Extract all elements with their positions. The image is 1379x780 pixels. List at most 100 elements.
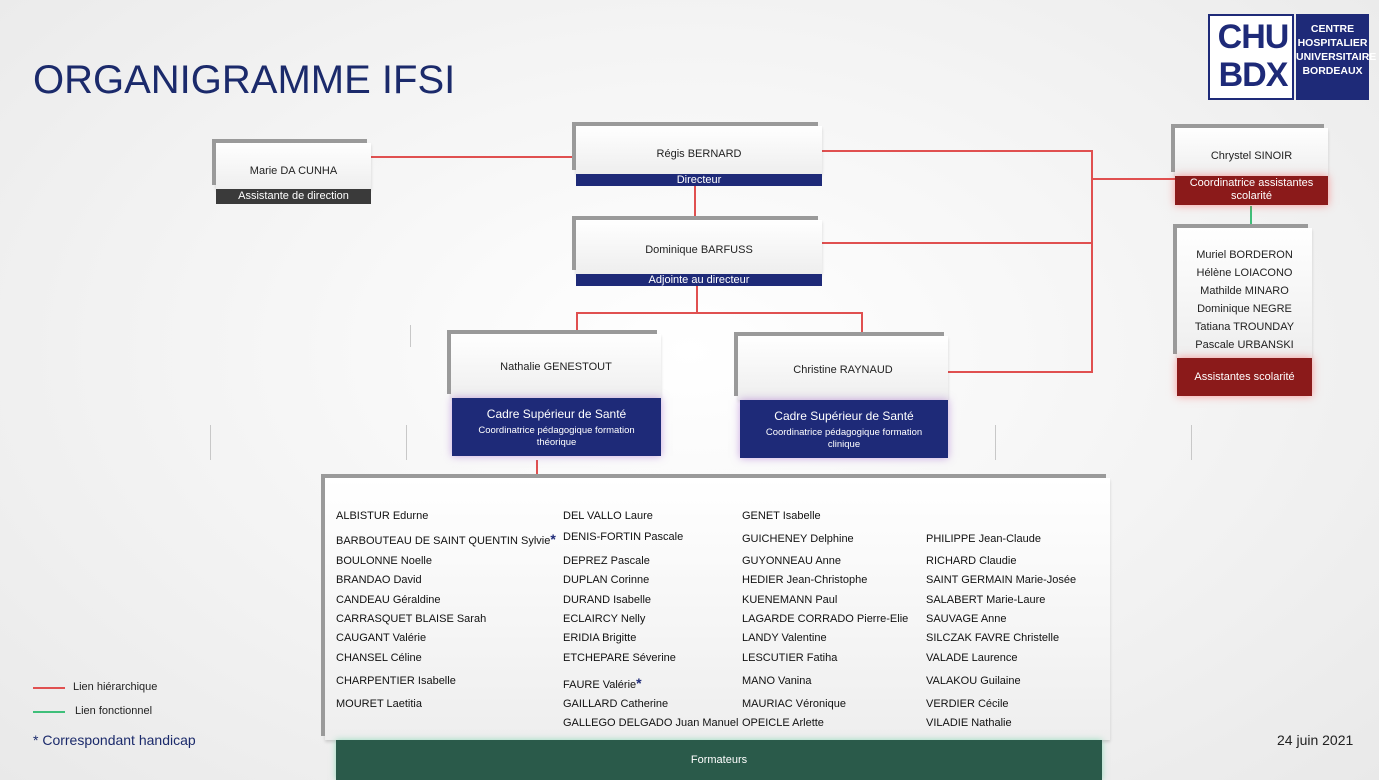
node-role: Cadre Supérieur de Santé	[774, 409, 914, 423]
logo-text-line: HOSPITALIER	[1297, 37, 1368, 49]
node-role-band: Adjointe au directeur	[576, 274, 822, 286]
node-assistant-direction: Marie DA CUNHA	[216, 143, 371, 189]
link-director-deputy	[694, 185, 696, 218]
link-to-genestout	[576, 312, 578, 334]
node-role: Cadre Supérieur de Santé	[486, 407, 627, 421]
page-title: ORGANIGRAMME IFSI	[33, 58, 456, 102]
trainer-name: DURAND Isabelle	[563, 594, 651, 606]
logo-mark-line1: CHU	[1217, 18, 1290, 56]
link-deputy-down	[696, 285, 698, 313]
trainer-name-text: ERIDIA Brigitte	[563, 632, 637, 644]
legend-functional-label: Lien fonctionnel	[75, 705, 153, 717]
trainer-name: MANO Vanina	[742, 675, 812, 687]
trainer-name: LAGARDE CORRADO Pierre-Elie	[742, 613, 908, 625]
node-coord-clinic: Christine RAYNAUD	[738, 336, 948, 400]
trainer-name: FAURE Valérie*	[563, 675, 642, 691]
trainer-name-text: VILADIE Nathalie	[926, 717, 1012, 729]
trainer-name-text: CHARPENTIER Isabelle	[336, 675, 456, 687]
logo-mark: CHU BDX	[1208, 14, 1294, 100]
trainer-name: GUICHENEY Delphine	[742, 533, 854, 545]
trainers-panel	[325, 478, 1110, 740]
link-to-trainers	[536, 460, 538, 478]
trainer-name-text: VALAKOU Guilaine	[926, 675, 1021, 687]
node-role-band: Assistante de direction	[216, 189, 371, 204]
trainer-name: CHARPENTIER Isabelle	[336, 675, 456, 687]
legend-functional-line	[33, 711, 65, 713]
node-name: Nathalie GENESTOUT	[500, 361, 612, 373]
assistant-name: Hélène LOIACONO	[1196, 267, 1293, 279]
trainer-name: DEPREZ Pascale	[563, 555, 650, 567]
link-right-vertical	[1091, 150, 1093, 372]
trainer-name-text: SAUVAGE Anne	[926, 613, 1007, 625]
trainer-name-text: DENIS-FORTIN Pascale	[563, 531, 684, 543]
trainer-name-text: DUPLAN Corinne	[563, 574, 650, 586]
legend-hierarchical-line	[33, 687, 65, 689]
trainer-name: ECLAIRCY Nelly	[563, 613, 645, 625]
trainer-name-text: RICHARD Claudie	[926, 555, 1017, 567]
assistant-name: Dominique NEGRE	[1197, 303, 1292, 315]
link-to-raynaud	[861, 312, 863, 334]
trainer-name-text: BOULONNE Noelle	[336, 555, 432, 567]
trainer-name-text: DEPREZ Pascale	[563, 555, 650, 567]
trainer-name-text: SAINT GERMAIN Marie-Josée	[926, 574, 1077, 586]
chu-bordeaux-logo: CHU BDX CENTRE HOSPITALIER UNIVERSITAIRE…	[1208, 14, 1377, 100]
trainer-name-text: ECLAIRCY Nelly	[563, 613, 646, 625]
assistant-name: Tatiana TROUNDAY	[1194, 321, 1295, 333]
node-subrole: Coordinatrice pédagogique formation théo…	[478, 425, 635, 448]
divider	[410, 325, 411, 347]
assistants-list: Muriel BORDERON Hélène LOIACONO Mathilde…	[1177, 246, 1312, 354]
trainer-name-text: CHANSEL Céline	[336, 652, 422, 664]
trainer-name: VERDIER Cécile	[926, 698, 1009, 710]
link-deputy-right	[820, 242, 1093, 244]
trainer-name-text: MOURET Laetitia	[336, 698, 422, 710]
trainer-name: GALLEGO DELGADO Juan Manuel	[563, 717, 738, 729]
slide-date: 24 juin 2021	[1277, 732, 1354, 748]
functional-link-sinoir-assistants	[1250, 206, 1252, 224]
trainer-name: GAILLARD Catherine	[563, 698, 668, 710]
trainer-name-text: ETCHEPARE Séverine	[563, 652, 676, 664]
node-name: Dominique BARFUSS	[645, 244, 753, 256]
trainer-name-text: GALLEGO DELGADO Juan Manuel	[563, 717, 739, 729]
trainer-name-text: MANO Vanina	[742, 675, 812, 687]
trainer-name-text: LAGARDE CORRADO Pierre-Elie	[742, 613, 909, 625]
trainer-name-text: BARBOUTEAU DE SAINT QUENTIN Sylvie	[336, 535, 551, 547]
link-assistant-director	[370, 156, 576, 158]
trainer-name-text: GAILLARD Catherine	[563, 698, 669, 710]
trainer-name-text: SALABERT Marie-Laure	[926, 594, 1046, 606]
logo-text-line: BORDEAUX	[1302, 65, 1363, 77]
node-role-band: Directeur	[576, 174, 822, 186]
trainer-name: BARBOUTEAU DE SAINT QUENTIN Sylvie*	[336, 531, 556, 547]
link-deputy-horizontal	[576, 312, 862, 314]
trainer-name-text: PHILIPPE Jean-Claude	[926, 533, 1041, 545]
trainer-name-text: DEL VALLO Laure	[563, 510, 653, 522]
trainer-name: ETCHEPARE Séverine	[563, 652, 676, 664]
handicap-star: *	[550, 531, 556, 547]
trainer-name: CARRASQUET BLAISE Sarah	[336, 613, 486, 625]
trainer-name-text: DURAND Isabelle	[563, 594, 652, 606]
trainer-name: VALAKOU Guilaine	[926, 675, 1021, 687]
trainer-name: LANDY Valentine	[742, 632, 827, 644]
trainer-name-text: GUYONNEAU Anne	[742, 555, 842, 567]
node-coord-assistants: Chrystel SINOIR	[1175, 128, 1328, 176]
divider	[995, 425, 996, 460]
trainer-name: BRANDAO David	[336, 574, 422, 586]
trainer-name: HEDIER Jean-Christophe	[742, 574, 867, 586]
node-subrole: Coordinatrice pédagogique formation clin…	[765, 427, 923, 450]
trainer-name: GENET Isabelle	[742, 510, 821, 522]
node-name: Chrystel SINOIR	[1210, 150, 1293, 162]
trainer-name: RICHARD Claudie	[926, 555, 1016, 567]
trainer-name: BOULONNE Noelle	[336, 555, 432, 567]
trainer-name-text: HEDIER Jean-Christophe	[742, 574, 868, 586]
trainer-name: DEL VALLO Laure	[563, 510, 653, 522]
node-name: Régis BERNARD	[656, 148, 742, 160]
link-raynaud-right	[948, 371, 1093, 373]
logo-text-line: UNIVERSITAIRE	[1296, 51, 1377, 63]
trainer-name-text: BRANDAO David	[336, 574, 422, 586]
trainer-name: SALABERT Marie-Laure	[926, 594, 1045, 606]
node-role-band: Coordinatrice assistantes scolarité	[1175, 176, 1328, 205]
legend-hierarchical-label: Lien hiérarchique	[73, 681, 158, 693]
node-director: Régis BERNARD	[576, 126, 822, 174]
trainer-name: CHANSEL Céline	[336, 652, 422, 664]
trainer-name: DENIS-FORTIN Pascale	[563, 531, 683, 543]
trainer-name-text: MAURIAC Véronique	[742, 698, 846, 710]
